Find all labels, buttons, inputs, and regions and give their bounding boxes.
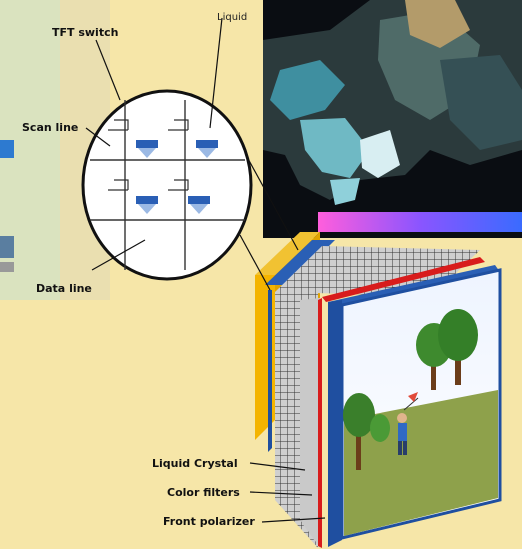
label-liquid-crystal: Liquid Crystal [152,457,238,470]
satellite-photo [263,0,522,238]
label-tft-switch: TFT switch [52,26,118,39]
label-scan-line: Scan line [22,121,78,134]
tft-cells [108,119,218,214]
leader-lines [85,17,326,523]
label-front-polarizer: Front polarizer [163,515,255,528]
label-data-line: Data line [36,282,92,295]
tft-magnified-view [81,89,299,291]
label-color-filters: Color filters [167,486,240,499]
tree-illustration [343,309,478,470]
lcd-panel-assembly [255,232,502,548]
person-figure [397,392,419,455]
label-liquid: Liquid [217,12,247,23]
